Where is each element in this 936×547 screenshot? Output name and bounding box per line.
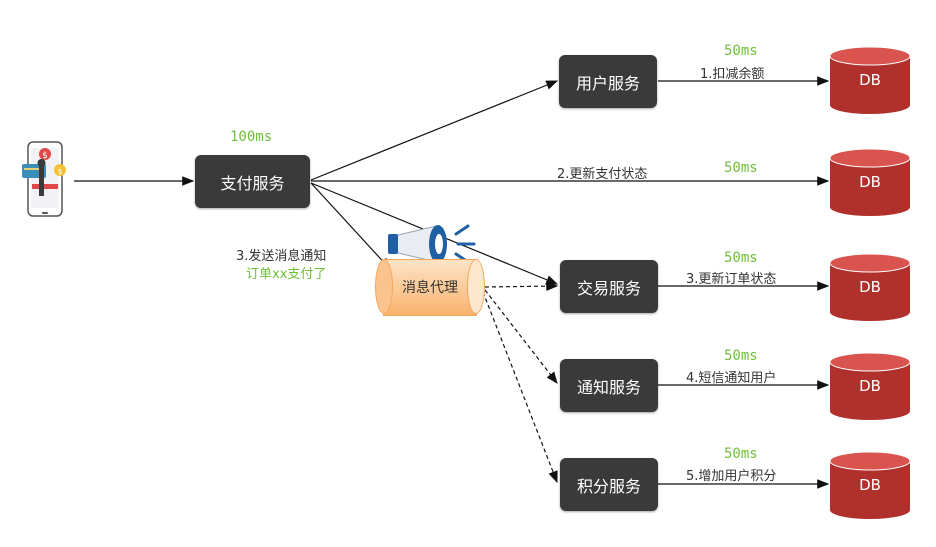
- user-service-latency: 50ms: [724, 43, 758, 59]
- mobile-payment-icon: $ $: [22, 141, 66, 217]
- svg-text:$: $: [57, 167, 62, 176]
- send-message-label: 3.发送消息通知: [236, 249, 327, 264]
- arrow-payment-to-broker: [310, 182, 391, 270]
- points-service-latency: 50ms: [724, 446, 758, 462]
- notify-service-action: 4.短信通知用户: [686, 371, 777, 386]
- trade-service-action: 3.更新订单状态: [686, 272, 777, 287]
- database-4: DB: [829, 352, 911, 421]
- payment-service-label: 支付服务: [220, 173, 285, 193]
- user-service-label: 用户服务: [575, 73, 640, 93]
- trade-service-box[interactable]: 交易服务: [560, 260, 658, 313]
- payment-service-box[interactable]: 支付服务: [195, 155, 310, 208]
- points-service-box[interactable]: 积分服务: [560, 458, 658, 511]
- database-2: DB: [829, 148, 911, 217]
- database-5-label: DB: [859, 476, 881, 494]
- database-1: DB: [829, 46, 911, 115]
- notify-service-label: 通知服务: [576, 377, 641, 397]
- points-service-action: 5.增加用户积分: [686, 469, 777, 484]
- dashed-broker-to-trade: [484, 281, 559, 291]
- dashed-broker-to-notify: [484, 289, 558, 384]
- database-1-label: DB: [859, 71, 881, 89]
- database-5: DB: [829, 451, 911, 520]
- user-service-box[interactable]: 用户服务: [559, 55, 657, 108]
- message-broker-label: 消息代理: [402, 279, 458, 296]
- order-paid-label: 订单xx支付了: [246, 267, 327, 282]
- dashed-broker-to-points: [482, 291, 558, 484]
- arrow-payment-to-user-service: [310, 80, 559, 181]
- notify-service-latency: 50ms: [724, 348, 758, 364]
- notify-service-box[interactable]: 通知服务: [560, 359, 658, 412]
- database-2-label: DB: [859, 173, 881, 191]
- trade-service-label: 交易服务: [576, 278, 641, 298]
- trade-service-latency: 50ms: [724, 250, 758, 266]
- payment-status-latency: 50ms: [724, 160, 758, 176]
- database-4-label: DB: [859, 377, 881, 395]
- svg-text:$: $: [42, 151, 48, 161]
- message-broker[interactable]: 消息代理: [375, 259, 485, 316]
- database-3: DB: [829, 253, 911, 322]
- payment-latency: 100ms: [230, 129, 273, 145]
- payment-status-action: 2.更新支付状态: [557, 167, 648, 182]
- database-3-label: DB: [859, 278, 881, 296]
- user-service-action: 1.扣减余额: [700, 67, 765, 82]
- points-service-label: 积分服务: [576, 476, 641, 496]
